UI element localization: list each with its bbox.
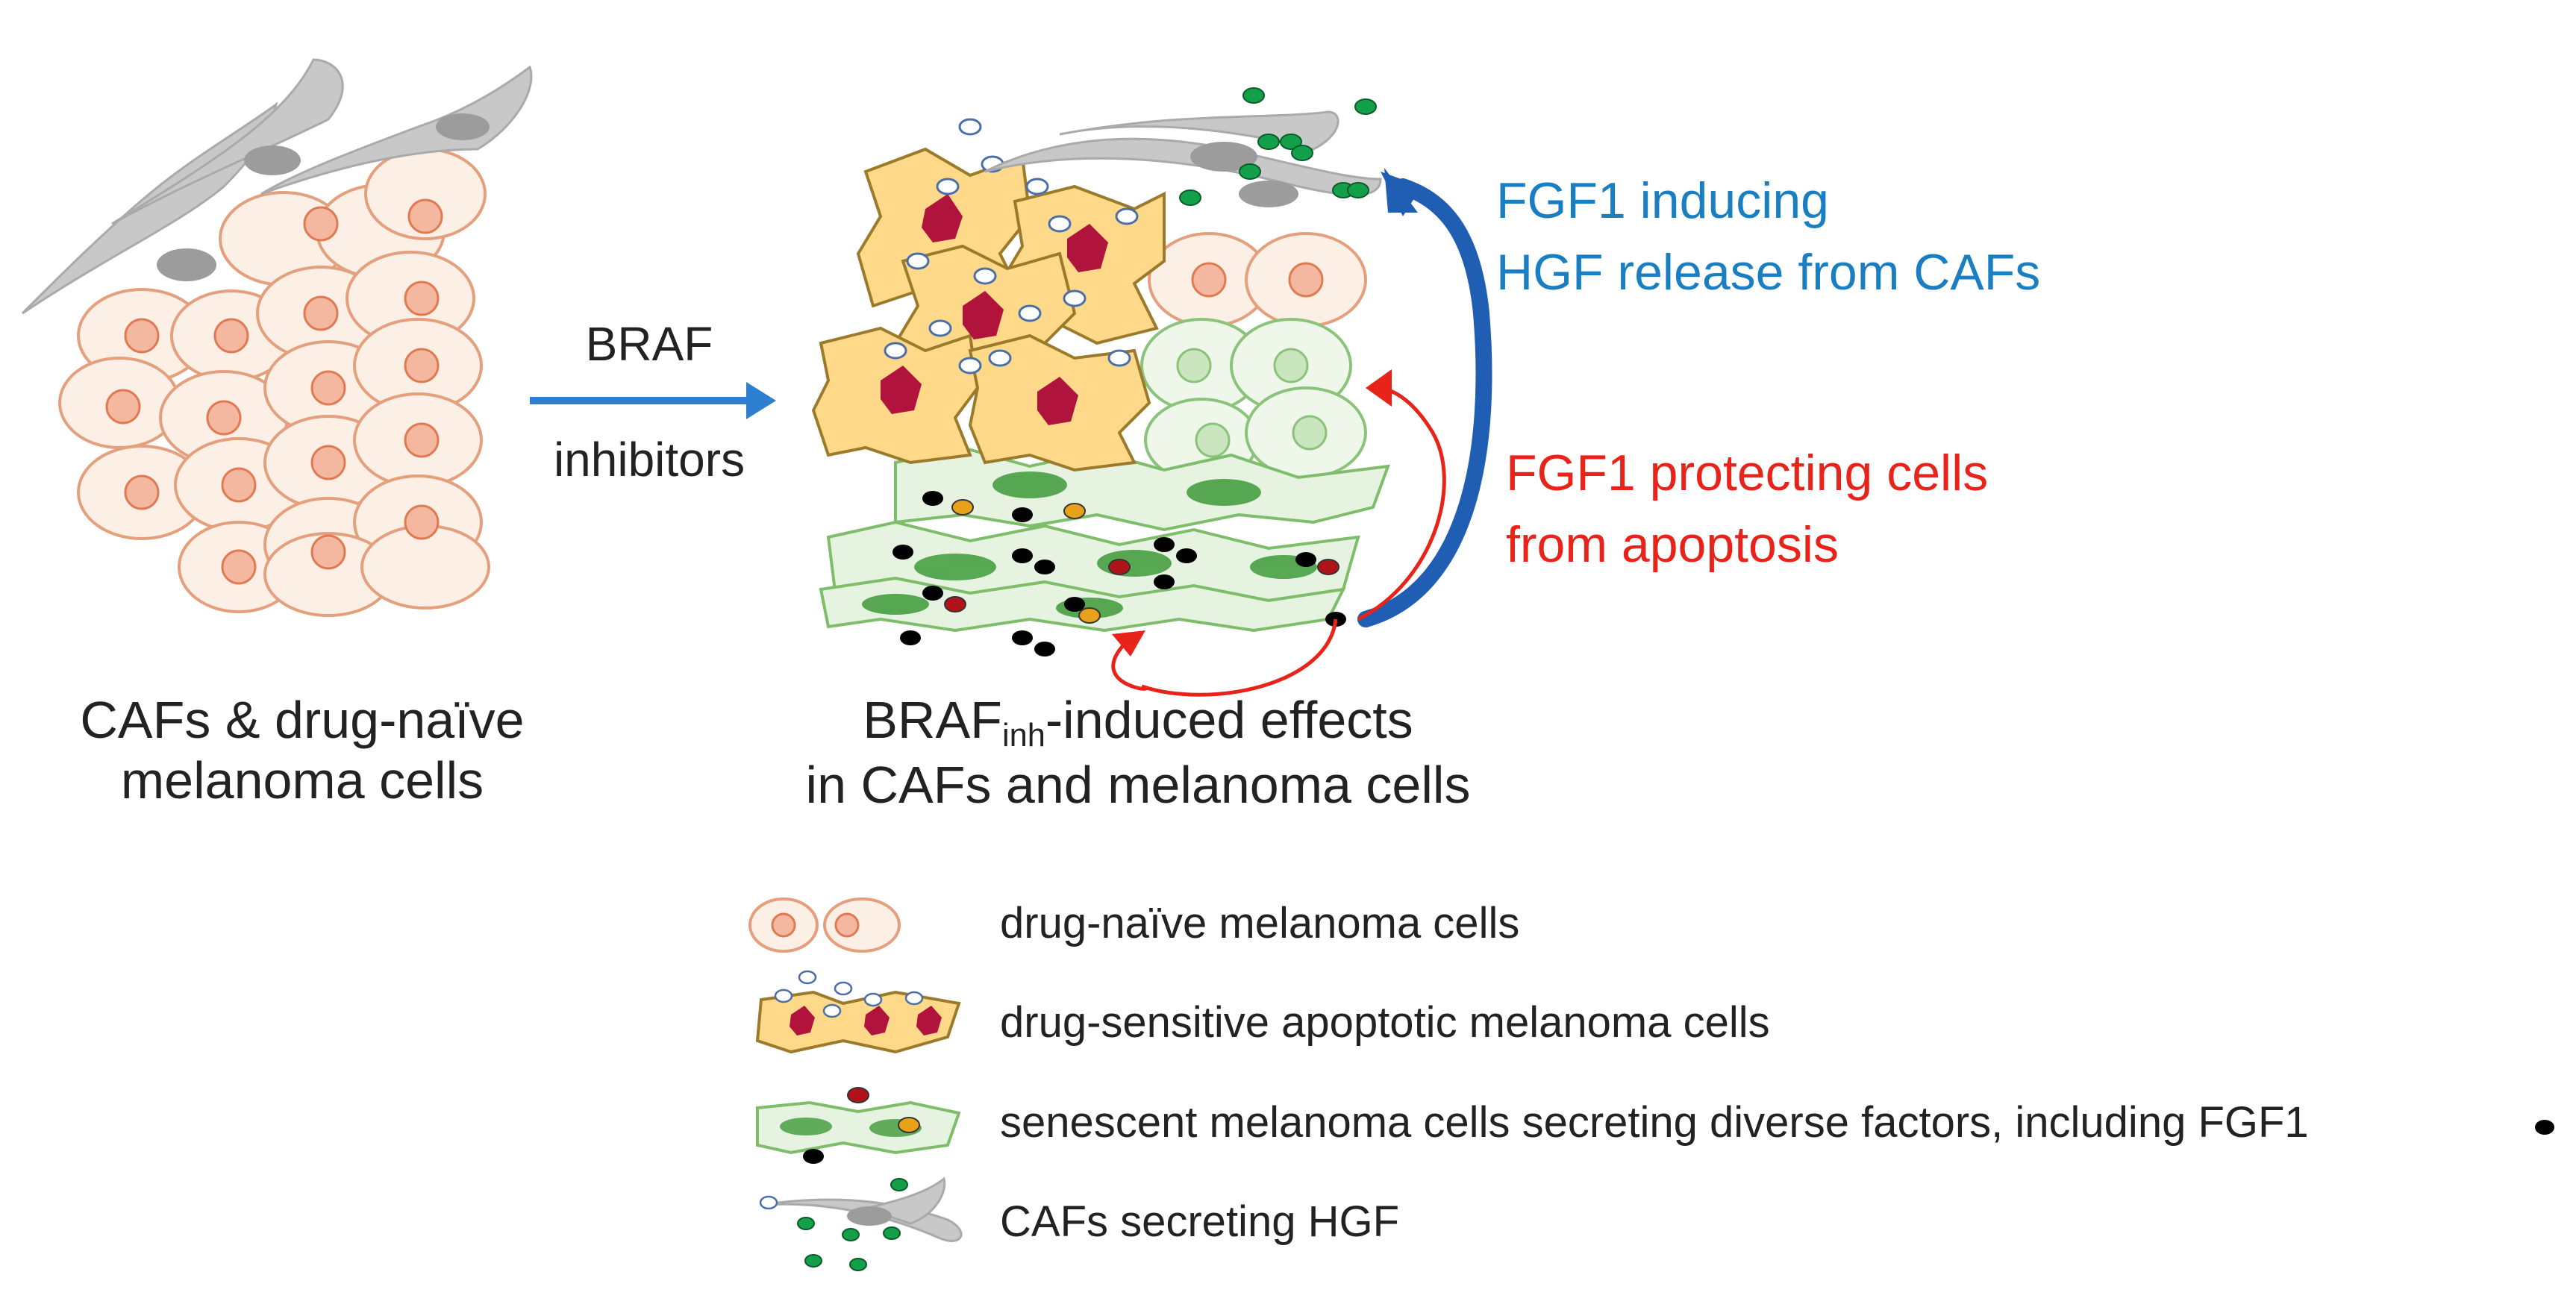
middle-cell-cluster	[811, 110, 1390, 633]
hgf-dots	[1179, 87, 1377, 206]
left-caption-line1: CAFs & drug-naïve	[80, 691, 525, 749]
drug-naive-cell-icon	[748, 897, 901, 953]
braf-inhibitor-arrow	[530, 382, 776, 419]
legend-label-apoptotic: drug-sensitive apoptotic melanoma cells	[1000, 998, 1770, 1047]
red-arrow-upper	[1357, 369, 1446, 621]
apoptotic-cores	[881, 194, 1108, 425]
middle-caption-line2: in CAFs and melanoma cells	[805, 755, 1471, 814]
cafs-left	[21, 58, 533, 315]
right-pale-cells	[1140, 232, 1367, 483]
middle-caption: BRAFinh-induced effects in CAFs and mela…	[746, 690, 1530, 815]
legend-label-caf: CAFs secreting HGF	[1000, 1197, 1399, 1246]
fgf1-legend-dot	[2535, 1120, 2554, 1135]
arrow-label-bottom: inhibitors	[553, 433, 745, 486]
other-factor-dots	[944, 499, 1339, 624]
left-cell-cluster	[21, 58, 533, 617]
apoptotic-vesicles	[884, 118, 1139, 375]
blue-curved-arrow	[1357, 168, 1492, 627]
braf-main: BRAF	[863, 691, 1002, 749]
caf-icon	[759, 1176, 963, 1271]
blue-annotation-line2: HGF release from CAFs	[1496, 244, 2041, 301]
arrow-label-top: BRAF	[585, 317, 713, 371]
apoptotic-cell-icon	[755, 970, 961, 1054]
braf-rest: -induced effects	[1045, 691, 1413, 749]
blue-annotation-line1: FGF1 inducing	[1496, 172, 1829, 229]
left-caption-line2: melanoma cells	[120, 751, 484, 809]
legend-label-naive: drug-naïve melanoma cells	[1000, 899, 1520, 947]
blue-annotation: FGF1 inducing HGF release from CAFs	[1496, 172, 2040, 301]
middle-caption-line1: BRAFinh-induced effects	[746, 690, 1530, 755]
senescent-cell-icon	[756, 1087, 961, 1164]
braf-sub: inh	[1001, 717, 1045, 753]
left-caption: CAFs & drug-naïve melanoma cells	[30, 690, 575, 810]
naive-nuclei-left	[105, 198, 443, 585]
fgf1-dots	[892, 491, 1346, 657]
red-annotation-line2: from apoptosis	[1506, 516, 1839, 574]
right-pale-nuclei	[1176, 262, 1328, 458]
legend-label-senescent: senescent melanoma cells secreting diver…	[1000, 1098, 2309, 1147]
red-annotation-line1: FGF1 protecting cells	[1506, 445, 1989, 501]
cafs-middle	[984, 110, 1382, 207]
red-arrow-lower	[1111, 618, 1338, 697]
red-annotation: FGF1 protecting cells from apoptosis	[1506, 444, 1988, 574]
